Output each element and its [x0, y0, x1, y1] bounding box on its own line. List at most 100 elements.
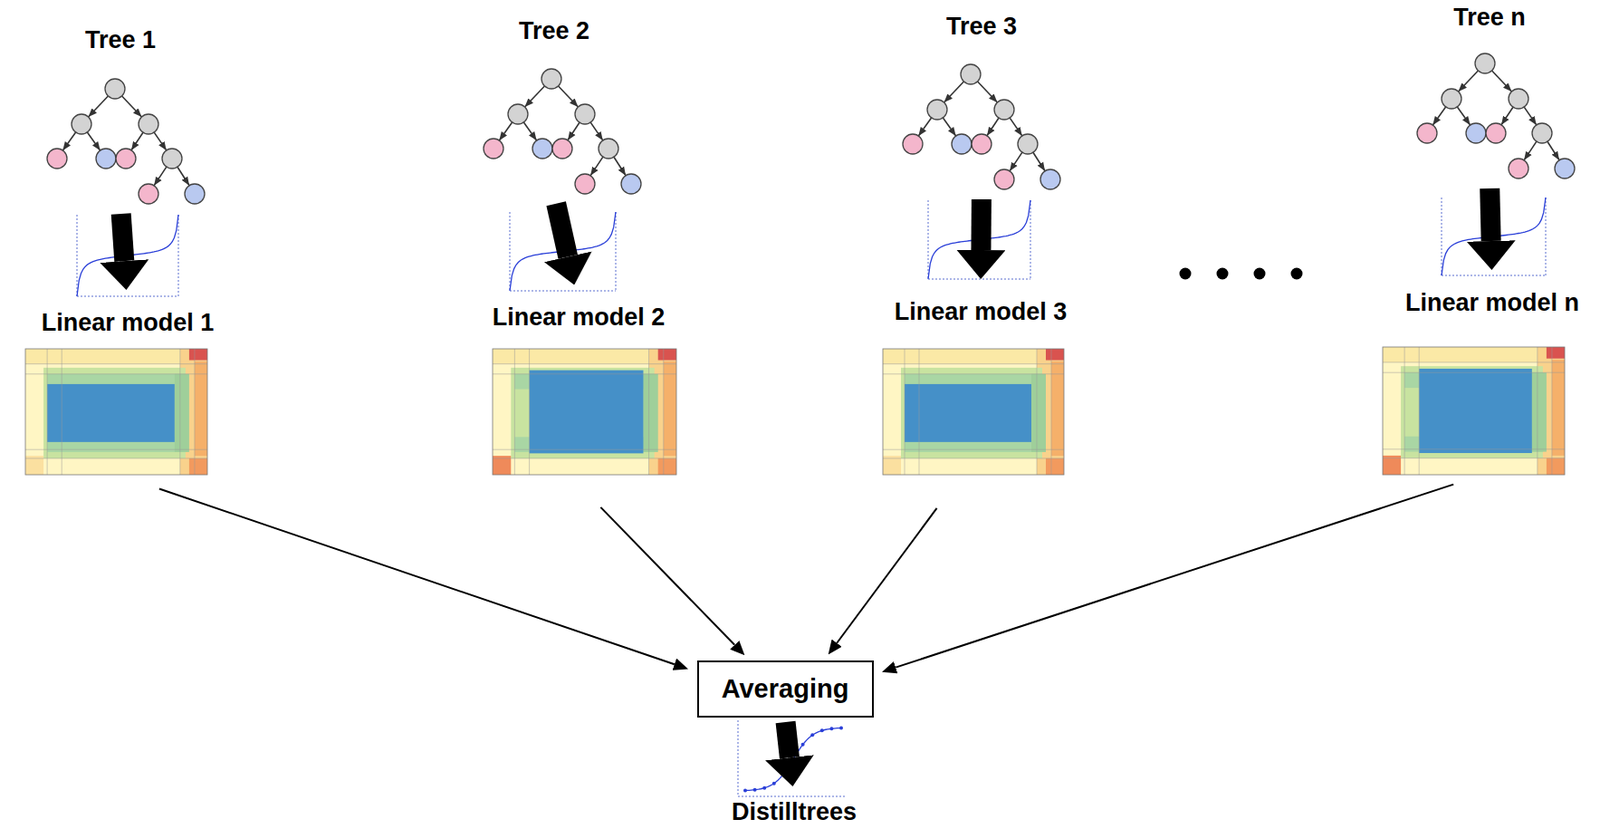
- ellipsis-dot: [1179, 268, 1192, 280]
- tree-branch: [86, 132, 100, 151]
- tree-node-circle: [1508, 88, 1529, 109]
- heatmap-region: [194, 361, 208, 456]
- flow-arrow: [600, 507, 735, 645]
- heading-label: Tree 2: [486, 18, 623, 46]
- heatmap-region: [25, 348, 181, 365]
- heatmap-region: [904, 383, 1032, 442]
- tree-branch: [177, 166, 190, 185]
- heatmap-region: [1546, 458, 1565, 475]
- split-line: [882, 373, 1064, 374]
- split-line: [1551, 346, 1553, 475]
- tree-branch: [613, 156, 626, 175]
- tree-node-circle: [994, 99, 1015, 120]
- tree-branch: [944, 81, 965, 103]
- split-line: [61, 348, 63, 475]
- heatmap-region: [882, 348, 1064, 475]
- tree-node-circle: [115, 148, 136, 169]
- split-line: [1404, 346, 1406, 475]
- tree-node-circle: [960, 64, 981, 85]
- output-label-node: Distilltrees: [721, 798, 867, 827]
- flow-arrow: [159, 488, 675, 664]
- split-line: [1382, 448, 1565, 450]
- mapping-plot: [737, 719, 845, 796]
- tree-node-circle: [552, 138, 573, 159]
- decision-tree: [902, 64, 1061, 190]
- tree-branch: [88, 95, 109, 117]
- tree-node-circle: [1465, 123, 1486, 144]
- tree-branch: [942, 117, 956, 136]
- plot-dot: [772, 781, 777, 786]
- decision-heatmap: [882, 348, 1064, 475]
- tree-branch: [918, 117, 931, 136]
- tree-node-circle: [1040, 169, 1061, 190]
- plot-frame: [615, 211, 617, 291]
- heatmap-region: [1045, 458, 1064, 475]
- decision-tree: [47, 78, 205, 204]
- tree-branch: [523, 122, 537, 141]
- block-arrow: [1489, 188, 1491, 241]
- tree-node-circle: [162, 148, 183, 169]
- heatmap-region: [47, 383, 175, 442]
- heatmap-region: [492, 348, 677, 475]
- heatmap-region: [529, 370, 644, 454]
- heatmap-frame: [492, 348, 677, 475]
- plot-frame: [1030, 200, 1032, 279]
- heading-label: Distilltrees: [721, 798, 867, 826]
- split-line: [25, 449, 208, 451]
- heading-label: Linear model n: [1397, 289, 1588, 317]
- plot-dot: [820, 728, 824, 732]
- tree-node-circle: [1417, 123, 1438, 144]
- plot-dot: [753, 787, 757, 792]
- tree-node-circle: [598, 138, 619, 159]
- plot-frame: [178, 214, 180, 297]
- tree-group: Tree 1: [52, 27, 189, 205]
- tree-branch: [1501, 106, 1514, 125]
- tree-node-circle: [574, 173, 595, 194]
- plot-frame: [509, 211, 511, 291]
- tree-branch: [1523, 141, 1537, 161]
- decision-heatmap: [25, 348, 208, 475]
- tree-branch: [590, 122, 604, 141]
- tree-node-circle: [1017, 134, 1038, 154]
- tree-node-circle: [1441, 88, 1462, 109]
- decision-tree: [483, 68, 642, 194]
- split-line: [47, 348, 48, 475]
- heatmap-region: [1552, 359, 1565, 456]
- heatmap-region: [174, 373, 190, 452]
- tree-branch: [1456, 106, 1470, 125]
- heading-label: Tree 1: [52, 27, 189, 55]
- heatmap-region: [1532, 372, 1547, 451]
- tree-branch: [1009, 152, 1023, 172]
- ellipsis-dot: [1254, 268, 1266, 280]
- tree-branch: [1033, 152, 1045, 171]
- plot-dot: [810, 732, 815, 737]
- tree-branch: [1492, 70, 1513, 92]
- tree-branch: [1432, 106, 1446, 125]
- heatmap-region: [25, 455, 44, 475]
- ellipsis-dot: [1291, 268, 1303, 280]
- heatmap-region: [1400, 365, 1543, 459]
- block-arrow: [555, 203, 568, 258]
- heatmap-region: [1418, 368, 1533, 453]
- decision-tree: [1417, 53, 1575, 179]
- tree-branch: [590, 156, 604, 176]
- heatmap-region: [663, 361, 677, 456]
- heatmap-region: [882, 455, 901, 475]
- tree-node-circle: [1508, 158, 1529, 179]
- tree-node-circle: [532, 138, 553, 159]
- plot-dot: [791, 756, 796, 761]
- split-line: [882, 449, 1064, 451]
- decision-heatmap: [1382, 346, 1565, 475]
- heatmap-region: [1382, 346, 1565, 475]
- tree-node-circle: [1485, 123, 1506, 144]
- tree-branch: [1523, 106, 1537, 125]
- plot-dot: [762, 785, 767, 790]
- flow-arrow: [836, 507, 937, 643]
- tree-node-circle: [138, 183, 159, 204]
- tree-branch: [62, 132, 76, 151]
- tree-node-circle: [138, 114, 159, 135]
- heatmap-region: [1031, 373, 1046, 452]
- heading-label: Linear model 3: [885, 298, 1076, 326]
